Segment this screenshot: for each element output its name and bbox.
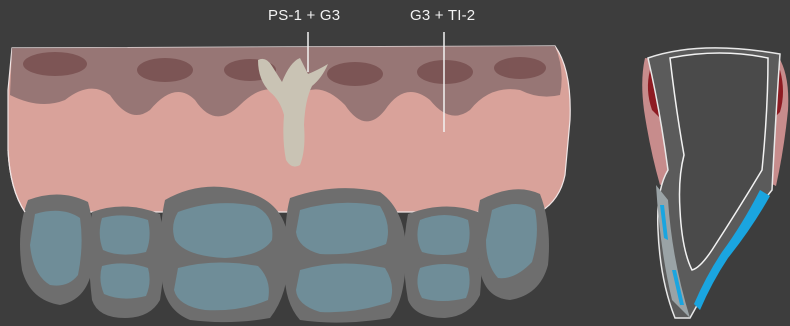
dental-arch-illustration (8, 32, 570, 323)
tooth-cross-section-illustration (642, 48, 788, 318)
cross-section-core (670, 53, 768, 270)
